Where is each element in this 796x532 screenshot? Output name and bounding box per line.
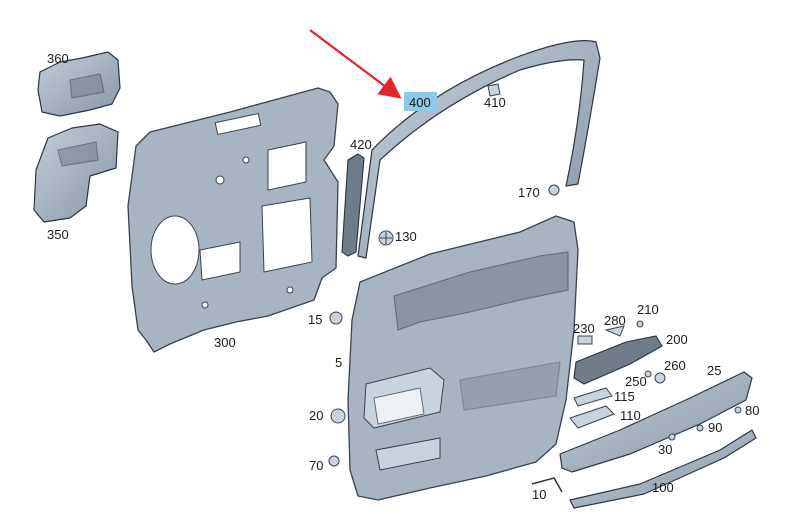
label-20: 20 xyxy=(309,408,323,423)
part-5-door-trim-panel[interactable] xyxy=(347,215,579,501)
label-110: 110 xyxy=(620,408,641,423)
part-110-frame[interactable] xyxy=(569,405,615,429)
label-170: 170 xyxy=(518,185,540,200)
part-170-plug[interactable] xyxy=(548,184,560,196)
part-70-screw[interactable] xyxy=(328,455,340,467)
highlight-box-400 xyxy=(404,92,437,111)
part-260-cap[interactable] xyxy=(654,372,666,384)
label-90: 90 xyxy=(708,420,722,435)
red-arrow-icon xyxy=(309,29,402,99)
label-80: 80 xyxy=(745,403,759,418)
label-230: 230 xyxy=(573,321,595,336)
part-200-switch-unit[interactable] xyxy=(573,335,663,385)
label-410: 410 xyxy=(484,95,506,110)
part-100-lower-strip[interactable] xyxy=(569,429,757,509)
part-300-door-membrane[interactable] xyxy=(127,87,339,353)
label-210: 210 xyxy=(637,302,659,317)
part-80-screw[interactable] xyxy=(734,406,742,414)
part-130-clip[interactable] xyxy=(378,230,394,246)
part-250-screw[interactable] xyxy=(644,370,652,378)
part-280-clip[interactable] xyxy=(604,325,625,337)
label-115: 115 xyxy=(614,389,635,404)
label-300: 300 xyxy=(214,335,236,350)
label-5: 5 xyxy=(335,355,342,370)
label-360: 360 xyxy=(47,51,69,66)
part-115-frame[interactable] xyxy=(573,387,613,407)
part-10-pin[interactable] xyxy=(531,477,563,493)
part-15-clip[interactable] xyxy=(329,311,343,325)
label-250: 250 xyxy=(625,374,647,389)
part-400-window-seal[interactable] xyxy=(357,40,601,259)
part-420-seal-strip[interactable] xyxy=(341,153,365,257)
label-400: 400 xyxy=(409,95,431,110)
label-280: 280 xyxy=(604,313,626,328)
part-90-screw[interactable] xyxy=(696,424,704,432)
part-30-screw[interactable] xyxy=(668,433,676,441)
label-420: 420 xyxy=(350,137,372,152)
label-130: 130 xyxy=(395,229,417,244)
label-10: 10 xyxy=(532,487,546,502)
part-210-screw[interactable] xyxy=(636,320,644,328)
label-260: 260 xyxy=(664,358,686,373)
part-25-armrest[interactable] xyxy=(559,371,753,473)
part-410-clip[interactable] xyxy=(487,83,501,97)
part-20-clip[interactable] xyxy=(330,408,346,424)
part-350-bracket[interactable] xyxy=(33,123,119,223)
label-30: 30 xyxy=(658,442,672,457)
label-100: 100 xyxy=(652,480,674,495)
part-230-cover[interactable] xyxy=(577,335,593,345)
label-200: 200 xyxy=(666,332,688,347)
label-70: 70 xyxy=(309,458,323,473)
label-350: 350 xyxy=(47,227,69,242)
part-360-bracket[interactable] xyxy=(37,51,121,117)
label-15: 15 xyxy=(308,312,322,327)
label-25: 25 xyxy=(707,363,721,378)
